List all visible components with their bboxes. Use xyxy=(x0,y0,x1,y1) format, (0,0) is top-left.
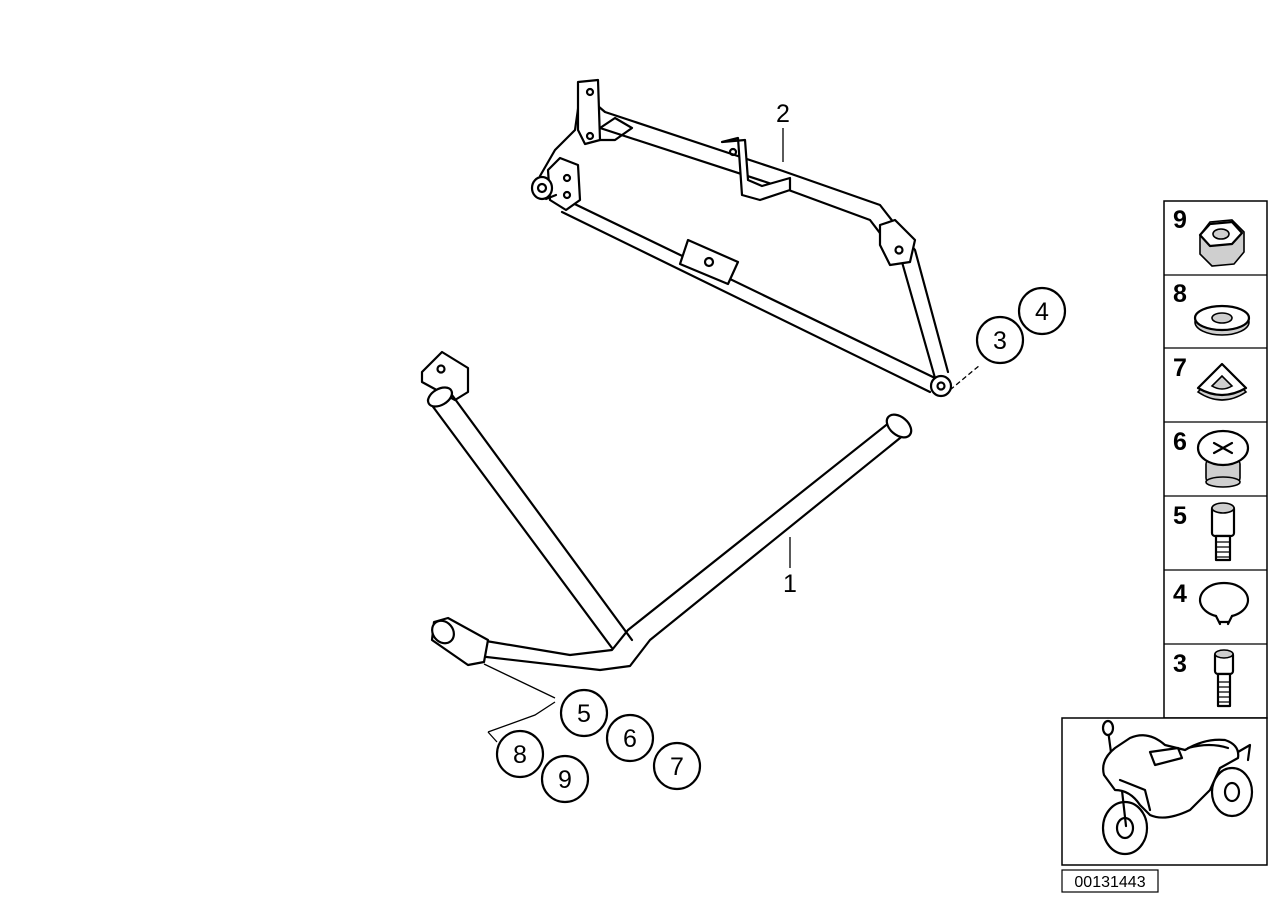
socket-screw-icon xyxy=(1210,502,1236,562)
washer-icon xyxy=(1193,304,1251,336)
reference-number-box: 00131443 xyxy=(1061,869,1159,893)
motorcycle-icon xyxy=(1101,719,1254,856)
callout-7: 7 xyxy=(652,741,702,791)
callout-9: 9 xyxy=(540,754,590,804)
legend-item-5: 5 xyxy=(1173,502,1236,562)
legend-item-6: 6 xyxy=(1173,428,1250,488)
plug-cap-icon xyxy=(1196,429,1250,488)
legend-item-8: 8 xyxy=(1173,280,1251,336)
circlip-icon xyxy=(1198,581,1250,626)
crash-bar-label: 1 xyxy=(783,570,797,598)
clip-nut-icon xyxy=(1196,362,1248,401)
svg-text:7: 7 xyxy=(670,753,684,781)
svg-text:9: 9 xyxy=(1173,206,1187,234)
svg-text:5: 5 xyxy=(577,700,591,728)
frame-label: 2 xyxy=(776,100,790,128)
svg-text:4: 4 xyxy=(1035,298,1049,326)
svg-text:3: 3 xyxy=(1173,650,1187,678)
svg-text:5: 5 xyxy=(1173,502,1187,530)
hex-nut-icon xyxy=(1198,219,1245,267)
svg-text:4: 4 xyxy=(1173,580,1187,608)
callout-5: 5 xyxy=(559,688,609,738)
frame-part-drawing xyxy=(530,78,953,398)
svg-text:7: 7 xyxy=(1173,354,1187,382)
svg-text:3: 3 xyxy=(993,327,1007,355)
svg-text:8: 8 xyxy=(1173,280,1187,308)
svg-text:6: 6 xyxy=(623,725,637,753)
parts-legend: 9 8 7 6 xyxy=(1163,200,1268,719)
svg-text:8: 8 xyxy=(513,741,527,769)
legend-item-4: 4 xyxy=(1173,580,1250,626)
socket-bolt-icon xyxy=(1213,649,1235,708)
legend-item-7: 7 xyxy=(1173,354,1248,401)
legend-item-3: 3 xyxy=(1173,649,1235,708)
crash-bar-part-drawing xyxy=(420,350,981,743)
legend-item-9: 9 xyxy=(1173,206,1245,267)
callout-4: 4 xyxy=(1017,286,1067,336)
svg-text:9: 9 xyxy=(558,766,572,794)
callout-6: 6 xyxy=(605,713,655,763)
callout-3: 3 xyxy=(975,315,1025,365)
svg-text:6: 6 xyxy=(1173,428,1187,456)
callout-8: 8 xyxy=(495,729,545,779)
motorcycle-thumbnail xyxy=(1061,717,1268,866)
reference-number: 00131443 xyxy=(1074,874,1145,891)
